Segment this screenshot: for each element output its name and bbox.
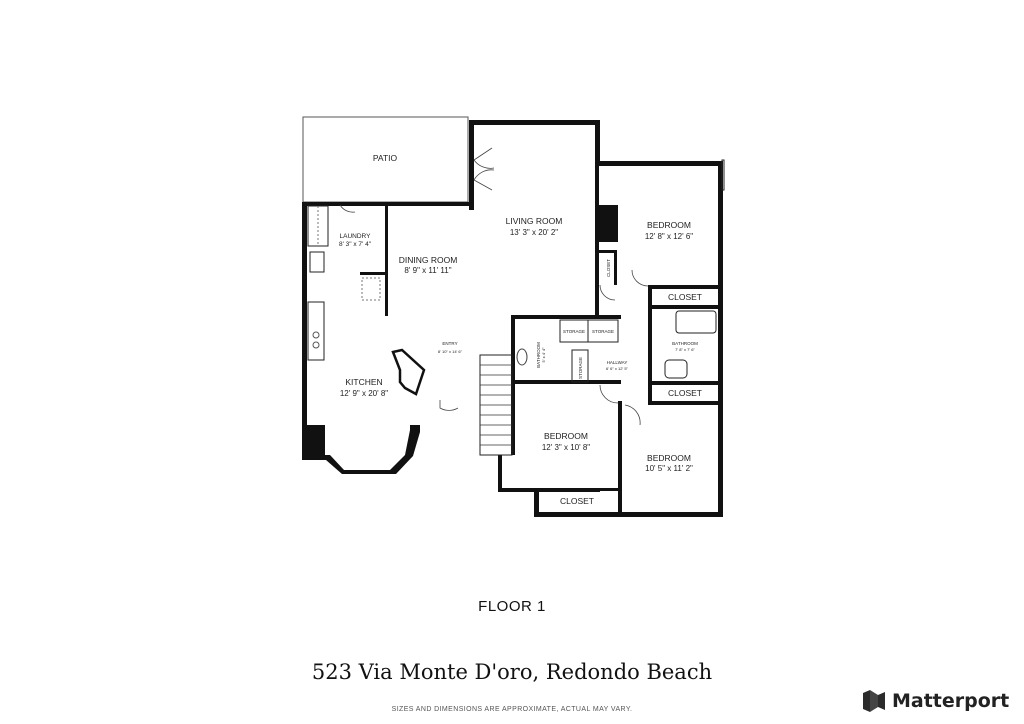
hallway-label: HALLWAY bbox=[607, 360, 628, 365]
property-address: 523 Via Monte D'oro, Redondo Beach bbox=[311, 660, 713, 684]
laundry-label: LAUNDRY bbox=[340, 233, 372, 240]
bedroom-1-dims: 12' 8" x 12' 6" bbox=[645, 232, 693, 241]
storage-3-label: STORAGE bbox=[578, 357, 583, 379]
entry-label: ENTRY bbox=[442, 341, 457, 346]
floor-label: FLOOR 1 bbox=[478, 598, 546, 615]
living-room-label: LIVING ROOM bbox=[506, 216, 563, 226]
bedroom-1-label: BEDROOM bbox=[647, 220, 691, 230]
living-room-dims: 13' 3" x 20' 2" bbox=[510, 228, 558, 237]
closet-2-label: CLOSET bbox=[668, 388, 702, 398]
floor-plan: PATIO LIVING ROOM 13' 3" x 20' 2" BEDROO… bbox=[302, 116, 725, 517]
kitchen-dims: 12' 9" x 20' 8" bbox=[340, 389, 388, 398]
disclaimer: SIZES AND DIMENSIONS ARE APPROXIMATE, AC… bbox=[391, 706, 633, 713]
bathroom-small-label: BATHROOM bbox=[536, 342, 541, 368]
bathroom-label: BATHROOM bbox=[672, 341, 698, 346]
brand: Matterport bbox=[862, 688, 1009, 714]
brand-name: Matterport bbox=[892, 690, 1010, 712]
matterport-logo-icon bbox=[863, 690, 885, 712]
dining-room-label: DINING ROOM bbox=[399, 255, 458, 265]
stairs bbox=[480, 364, 512, 446]
kitchen-label: KITCHEN bbox=[345, 377, 382, 387]
patio-label: PATIO bbox=[373, 153, 398, 163]
closet-1-label: CLOSET bbox=[668, 292, 702, 302]
hallway-dims: 6' 6" x 12' 5" bbox=[606, 366, 629, 371]
kitchen-island bbox=[391, 348, 426, 396]
bedroom-2-label: BEDROOM bbox=[544, 431, 588, 441]
storage-2-label: STORAGE bbox=[592, 329, 614, 334]
storage-1-label: STORAGE bbox=[563, 329, 585, 334]
doors bbox=[339, 147, 649, 426]
bathroom-dims: 7' 8" x 7' 6" bbox=[675, 347, 695, 352]
exterior-walls bbox=[302, 120, 723, 517]
closet-3-label: CLOSET bbox=[560, 496, 594, 506]
bedroom-2-dims: 12' 3" x 10' 8" bbox=[542, 443, 590, 452]
fixtures bbox=[307, 159, 725, 379]
entry-dims: 8' 10" x 14' 6" bbox=[438, 349, 463, 354]
bedroom-3-label: BEDROOM bbox=[647, 453, 691, 463]
bedroom-3-dims: 10' 5" x 11' 2" bbox=[645, 464, 693, 473]
dining-room-dims: 8' 9" x 11' 11" bbox=[404, 266, 451, 275]
laundry-dims: 8' 3" x 7' 4" bbox=[339, 241, 372, 248]
bathroom-small-dims: 5' x 4' 4" bbox=[541, 347, 546, 363]
closet-small-label: CLOSET bbox=[606, 259, 611, 277]
